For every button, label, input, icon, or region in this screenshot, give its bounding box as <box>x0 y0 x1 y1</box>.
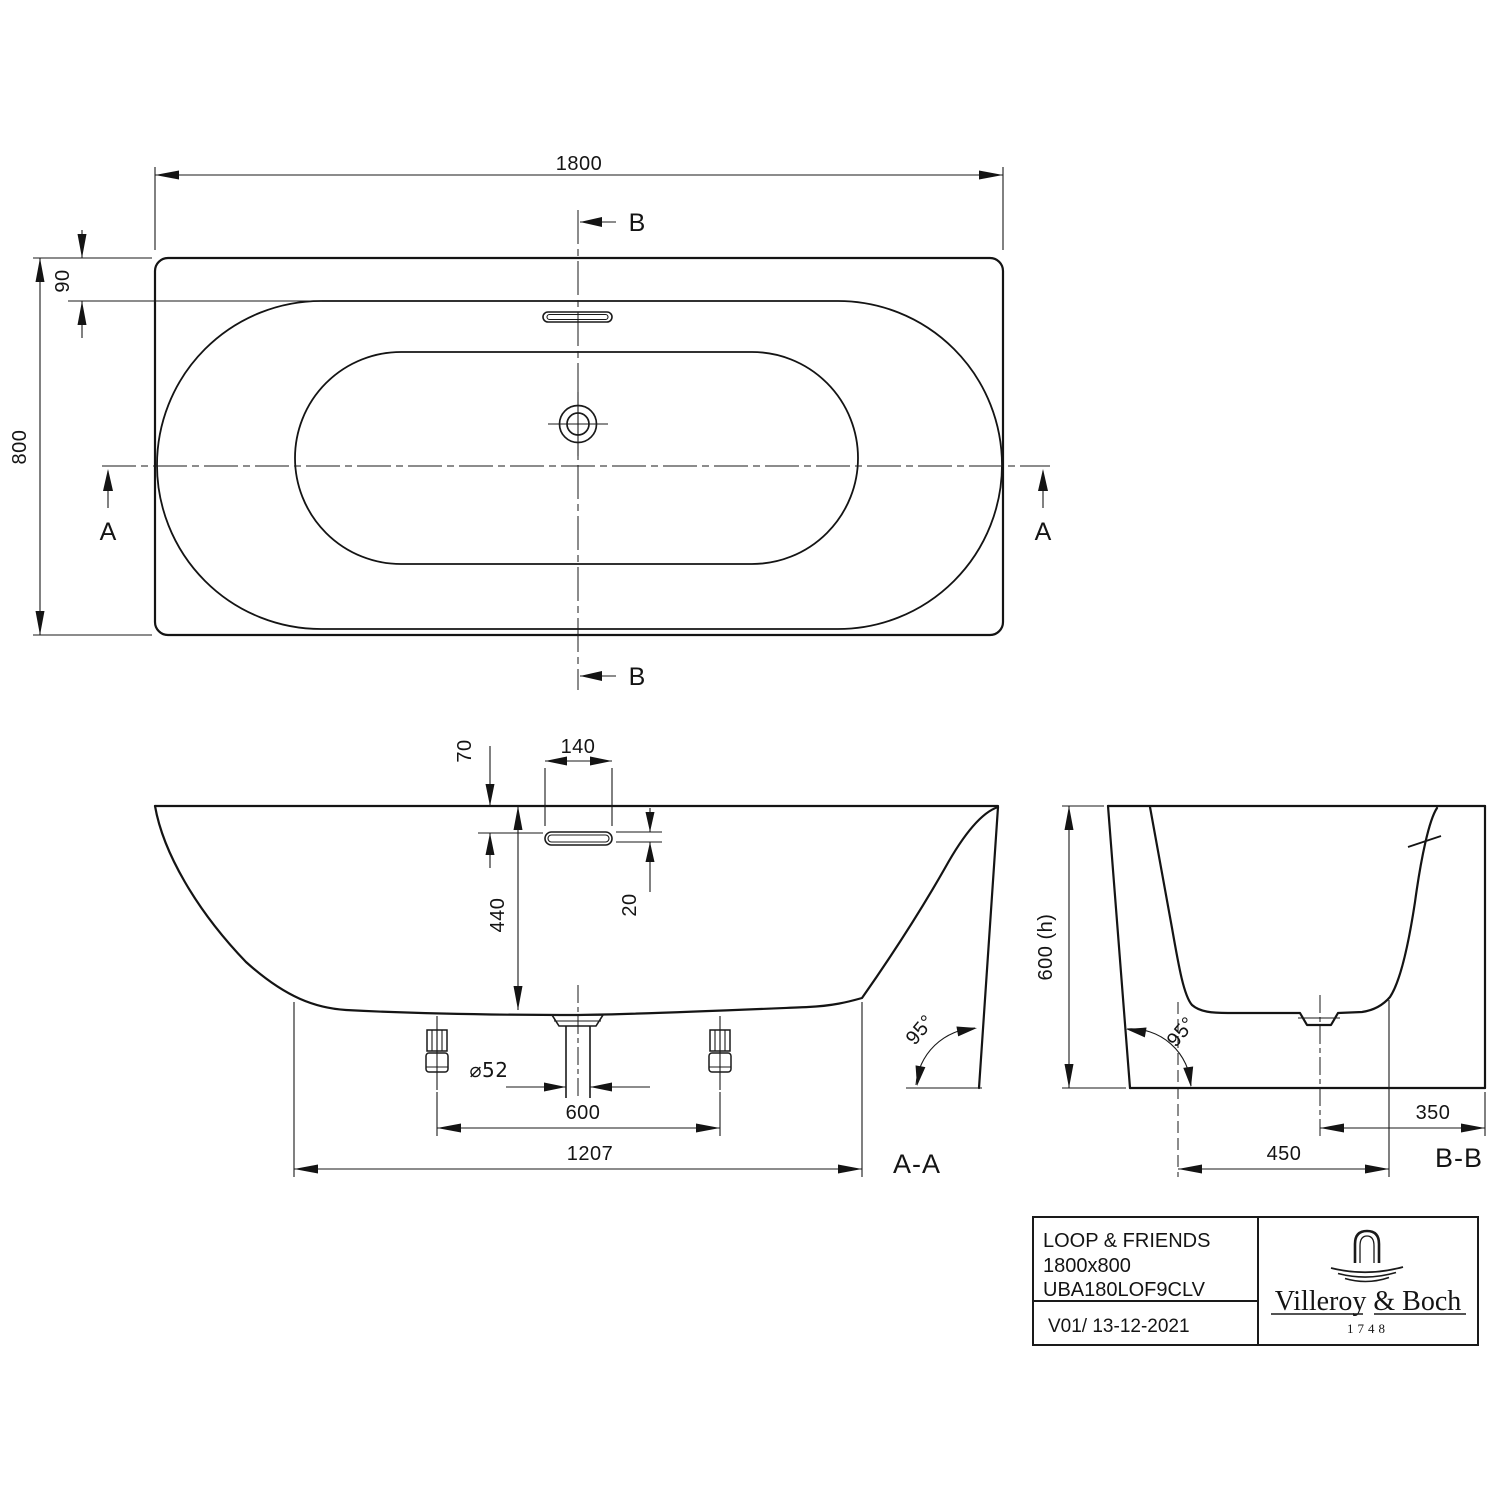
arrowhead <box>696 1123 720 1133</box>
dim-height: 600 (h) <box>1035 914 1057 981</box>
arrowhead <box>485 833 495 855</box>
arrowhead <box>544 1082 566 1092</box>
arrowhead <box>956 1026 977 1037</box>
drain-flange <box>550 1014 605 1027</box>
arrowhead <box>590 1082 612 1092</box>
arrowhead <box>77 301 87 325</box>
arrowhead <box>294 1164 318 1174</box>
section-label-aa: A-A <box>893 1149 941 1179</box>
arrowhead <box>77 234 87 258</box>
logo-arch-inner <box>1359 1235 1375 1263</box>
dim-drain-diameter: ⌀52 <box>470 1058 509 1082</box>
dim-inner-depth: 440 <box>487 898 509 933</box>
top-view: 1800 800 90 A A B B <box>9 153 1052 691</box>
article-number: UBA180LOF9CLV <box>1043 1279 1206 1301</box>
arrowhead <box>1365 1164 1389 1174</box>
bb-interior-profile <box>1148 805 1439 1027</box>
arrowhead <box>103 469 113 491</box>
brand-year: 1748 <box>1347 1321 1389 1336</box>
arrowhead <box>35 611 45 635</box>
arrowhead <box>513 986 523 1010</box>
dim-drain-to-back: 350 <box>1416 1102 1451 1124</box>
overflow-slot-section <box>544 831 613 846</box>
title-block: LOOP & FRIENDS 1800x800 UBA180LOF9CLV V0… <box>1032 1216 1479 1346</box>
arrowhead <box>545 756 567 766</box>
tub-outer-edge <box>153 256 1005 637</box>
foot-body <box>708 1052 732 1073</box>
overflow-slot-section-inner <box>547 834 610 843</box>
arrowhead <box>1126 1027 1147 1038</box>
product-name: LOOP & FRIENDS <box>1043 1230 1210 1252</box>
arrowhead <box>590 756 612 766</box>
dim-feet-spacing: 600 <box>566 1102 601 1124</box>
arrowhead <box>979 170 1003 180</box>
arrowhead <box>645 842 655 862</box>
dim-overall-length: 1800 <box>556 153 603 175</box>
logo-ripple-2 <box>1337 1271 1397 1278</box>
section-a-a: 70 140 20 440 ⌀52 600 <box>153 736 1000 1179</box>
arrowhead <box>915 1065 926 1086</box>
dim-overflow-offset: 70 <box>454 739 476 762</box>
brand-name: Villeroy & Boch <box>1275 1286 1462 1317</box>
arrowhead <box>1038 469 1048 491</box>
dim-wall-angle-bb: 95° <box>1163 1013 1200 1051</box>
arrowhead <box>155 170 179 180</box>
section-marker-b-bottom: B <box>629 663 646 691</box>
aa-shell-profile <box>153 804 1000 1017</box>
dim-drain-to-front: 450 <box>1267 1143 1302 1165</box>
dim-overflow-width: 140 <box>561 736 596 758</box>
arrowhead <box>485 784 495 806</box>
section-b-b: 600 (h) 95° 350 450 B-B <box>1035 804 1487 1177</box>
arrowhead <box>838 1164 862 1174</box>
arrowhead <box>1183 1066 1194 1087</box>
arrowhead <box>437 1123 461 1133</box>
arrowhead <box>1461 1123 1485 1133</box>
product-size: 1800x800 <box>1043 1255 1131 1277</box>
tub-inner-rim <box>156 300 1003 630</box>
adjustable-foot-left <box>425 1016 449 1090</box>
section-marker-a-left: A <box>100 518 117 546</box>
logo-ripple-1 <box>1330 1266 1404 1274</box>
arrowhead <box>1064 806 1074 830</box>
arrowhead <box>580 217 602 227</box>
aa-apron-edge <box>977 805 1000 1090</box>
section-label-bb: B-B <box>1435 1143 1483 1173</box>
arrowhead <box>645 812 655 832</box>
bb-front-apron <box>1106 804 1132 1090</box>
arrowhead <box>1064 1064 1074 1088</box>
villeroy-boch-logo-icon <box>1330 1229 1404 1283</box>
adjustable-foot-right <box>708 1016 732 1090</box>
title-block-border <box>1032 1216 1479 1346</box>
dim-base-length: 1207 <box>567 1143 614 1165</box>
arrowhead <box>35 258 45 282</box>
bb-wall-tick <box>1407 835 1442 848</box>
arrowhead <box>513 806 523 830</box>
section-marker-a-right: A <box>1035 518 1052 546</box>
tub-basin-oval <box>294 351 859 565</box>
dim-rim-width: 90 <box>52 269 74 292</box>
foot-body <box>425 1052 449 1073</box>
dim-wall-angle-aa: 95° <box>902 1011 939 1049</box>
arrowhead <box>580 671 602 681</box>
logo-ripple-3 <box>1344 1276 1390 1283</box>
dim-overall-width: 800 <box>9 430 31 465</box>
section-marker-b-top: B <box>629 209 646 237</box>
arrowhead <box>1178 1164 1202 1174</box>
arrowhead <box>1320 1123 1344 1133</box>
logo-arch-icon <box>1353 1229 1381 1263</box>
revision-date: V01/ 13-12-2021 <box>1048 1316 1190 1337</box>
dim-overflow-depth: 20 <box>619 893 641 916</box>
